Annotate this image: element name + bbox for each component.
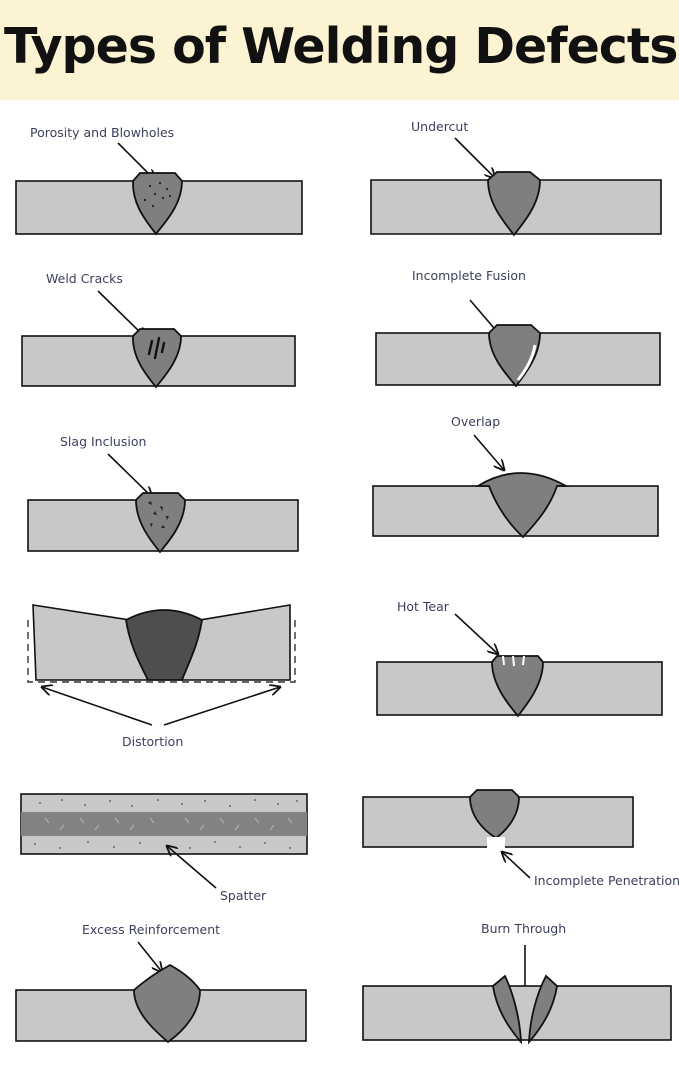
unfused-gap — [516, 344, 537, 381]
defect-weld-cracks: Weld Cracks — [21, 271, 296, 389]
header-banner: Types of Welding Defects — [0, 0, 679, 100]
label-slag-inclusion: Slag Inclusion — [60, 434, 146, 449]
weld-incomplete-penetration — [469, 789, 520, 840]
page-title: Types of Welding Defects — [4, 18, 678, 75]
defect-slag-inclusion: Slag Inclusion — [27, 434, 299, 554]
defect-spatter: Spatter — [20, 793, 308, 903]
defect-distortion: Distortion — [27, 604, 296, 749]
spatter-ripples — [44, 817, 293, 831]
defect-burn-through: Burn Through — [362, 921, 672, 1045]
label-porosity: Porosity and Blowholes — [30, 125, 174, 140]
label-burn-through: Burn Through — [481, 921, 566, 936]
defect-hot-tear: Hot Tear — [376, 599, 663, 718]
original-position-outline — [27, 620, 296, 683]
label-hot-tear: Hot Tear — [397, 599, 450, 614]
weld-distortion — [125, 609, 203, 681]
arrow-distortion-left — [42, 687, 153, 726]
defect-excess-reinforcement: Excess Reinforcement — [15, 922, 307, 1044]
weld-excess-reinforcement — [133, 963, 201, 1044]
weld-overlap — [474, 472, 570, 539]
weld-hot-tear — [491, 655, 544, 718]
arrow-distortion-right — [163, 687, 280, 726]
welding-defects-diagram: Porosity and Blowholes Undercut Weld Cra… — [15, 119, 679, 1045]
weld-burn-through-right — [527, 974, 558, 1045]
label-overlap: Overlap — [451, 414, 500, 429]
weld-bead-spatter — [21, 812, 307, 836]
arrow-hot-tear — [454, 613, 498, 654]
slag-particles — [148, 501, 169, 528]
weld-weld-cracks — [132, 328, 182, 389]
arrow-spatter — [167, 846, 217, 889]
label-spatter: Spatter — [220, 888, 267, 903]
weld-incomplete-fusion — [488, 324, 541, 388]
root-gap — [487, 837, 505, 848]
defect-incomplete-penetration: Incomplete Penetration — [362, 789, 679, 888]
spatter-dots — [34, 799, 298, 849]
label-undercut: Undercut — [411, 119, 468, 134]
defect-incomplete-fusion: Incomplete Fusion — [375, 268, 661, 388]
label-incomplete-penetration: Incomplete Penetration — [534, 873, 679, 888]
arrow-overlap — [473, 434, 504, 470]
arrow-excess-reinforcement — [137, 941, 162, 972]
arrow-undercut — [454, 137, 495, 178]
weld-undercut — [487, 171, 541, 237]
label-weld-cracks: Weld Cracks — [46, 271, 123, 286]
label-incomplete-fusion: Incomplete Fusion — [412, 268, 526, 283]
defect-overlap: Overlap — [372, 414, 659, 539]
plate-distortion-right — [180, 604, 291, 681]
weld-slag-inclusion — [135, 492, 186, 554]
defect-porosity: Porosity and Blowholes — [15, 125, 303, 236]
arrow-slag-inclusion — [107, 453, 152, 497]
label-distortion: Distortion — [122, 734, 183, 749]
porosity-pores — [143, 181, 172, 208]
crack-marks — [147, 336, 166, 360]
arrow-incomplete-penetration — [502, 852, 531, 879]
weld-porosity — [132, 172, 183, 236]
label-excess-reinforcement: Excess Reinforcement — [82, 922, 220, 937]
hot-tear-marks — [502, 655, 525, 667]
weld-burn-through-left — [492, 974, 523, 1045]
defect-undercut: Undercut — [370, 119, 662, 237]
